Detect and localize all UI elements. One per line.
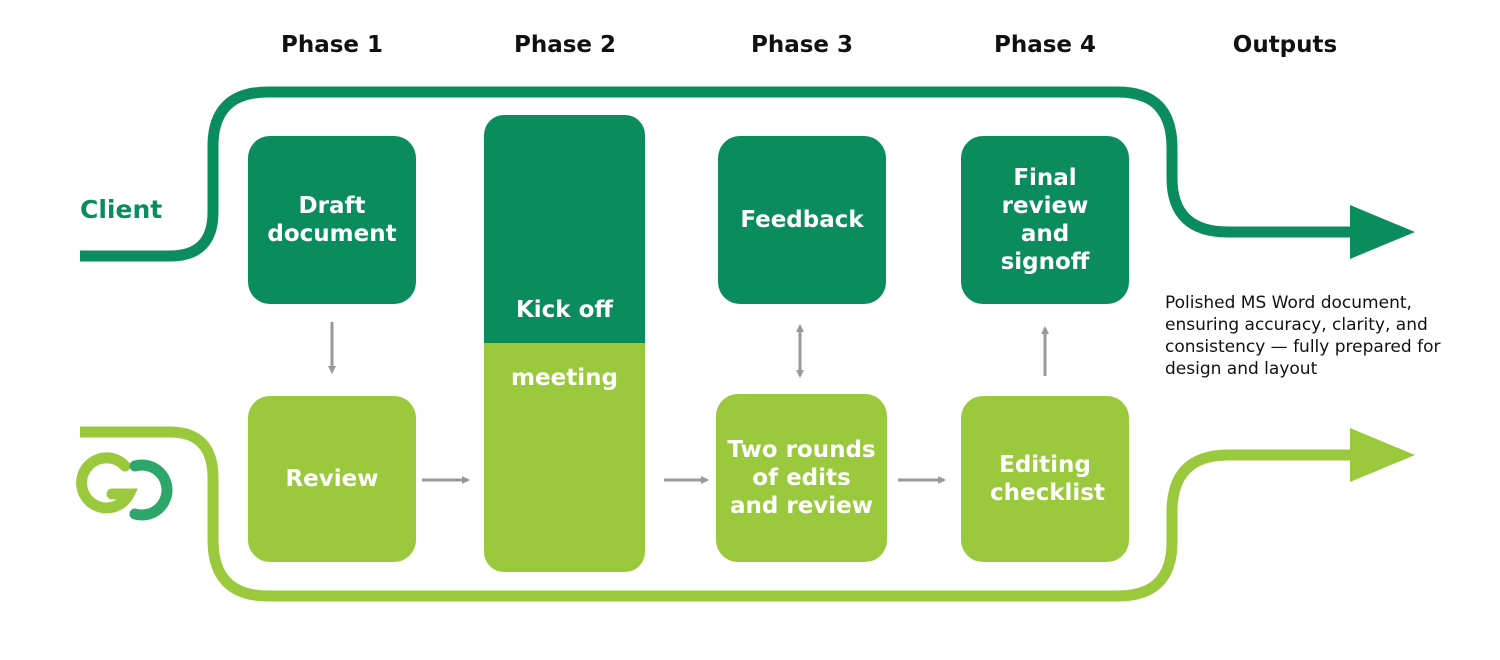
step-two-rounds-edits: Two rounds of edits and review bbox=[716, 394, 887, 562]
step-final-review-label: Final review and signoff bbox=[1000, 165, 1090, 275]
step-review: Review bbox=[248, 396, 416, 562]
kickoff-provider-part bbox=[484, 343, 645, 572]
kickoff-client-part bbox=[484, 115, 645, 343]
step-kickoff-meeting: Kick off meeting bbox=[484, 115, 645, 572]
client-lane-line bbox=[80, 86, 1360, 262]
phase-3-header: Phase 3 bbox=[750, 32, 854, 58]
step-final-review: Final review and signoff bbox=[961, 136, 1129, 304]
kickoff-label-top: Kick off bbox=[515, 297, 614, 323]
step-draft-document-label: Draft document bbox=[267, 193, 397, 247]
step-feedback-label: Feedback bbox=[740, 207, 864, 233]
output-description: Polished MS Word document, ensuring accu… bbox=[1165, 293, 1441, 379]
kickoff-label-bottom: meeting bbox=[511, 365, 618, 391]
step-two-rounds-edits-label: Two rounds of edits and review bbox=[727, 437, 876, 519]
client-lane-label: Client bbox=[80, 195, 163, 224]
phase-4-header: Phase 4 bbox=[993, 32, 1097, 58]
provider-logo bbox=[76, 452, 173, 521]
phase-2-header: Phase 2 bbox=[513, 32, 617, 58]
step-editing-checklist-label: Editing checklist bbox=[990, 452, 1105, 506]
step-review-label: Review bbox=[285, 466, 379, 492]
provider-lane-line bbox=[80, 426, 1360, 602]
phase-1-header: Phase 1 bbox=[280, 32, 384, 58]
provider-arrowhead bbox=[1350, 428, 1415, 482]
step-feedback: Feedback bbox=[718, 136, 886, 304]
step-editing-checklist: Editing checklist bbox=[961, 396, 1129, 562]
client-arrowhead bbox=[1350, 205, 1415, 259]
outputs-header: Outputs bbox=[1232, 32, 1338, 58]
step-draft-document: Draft document bbox=[248, 136, 416, 304]
